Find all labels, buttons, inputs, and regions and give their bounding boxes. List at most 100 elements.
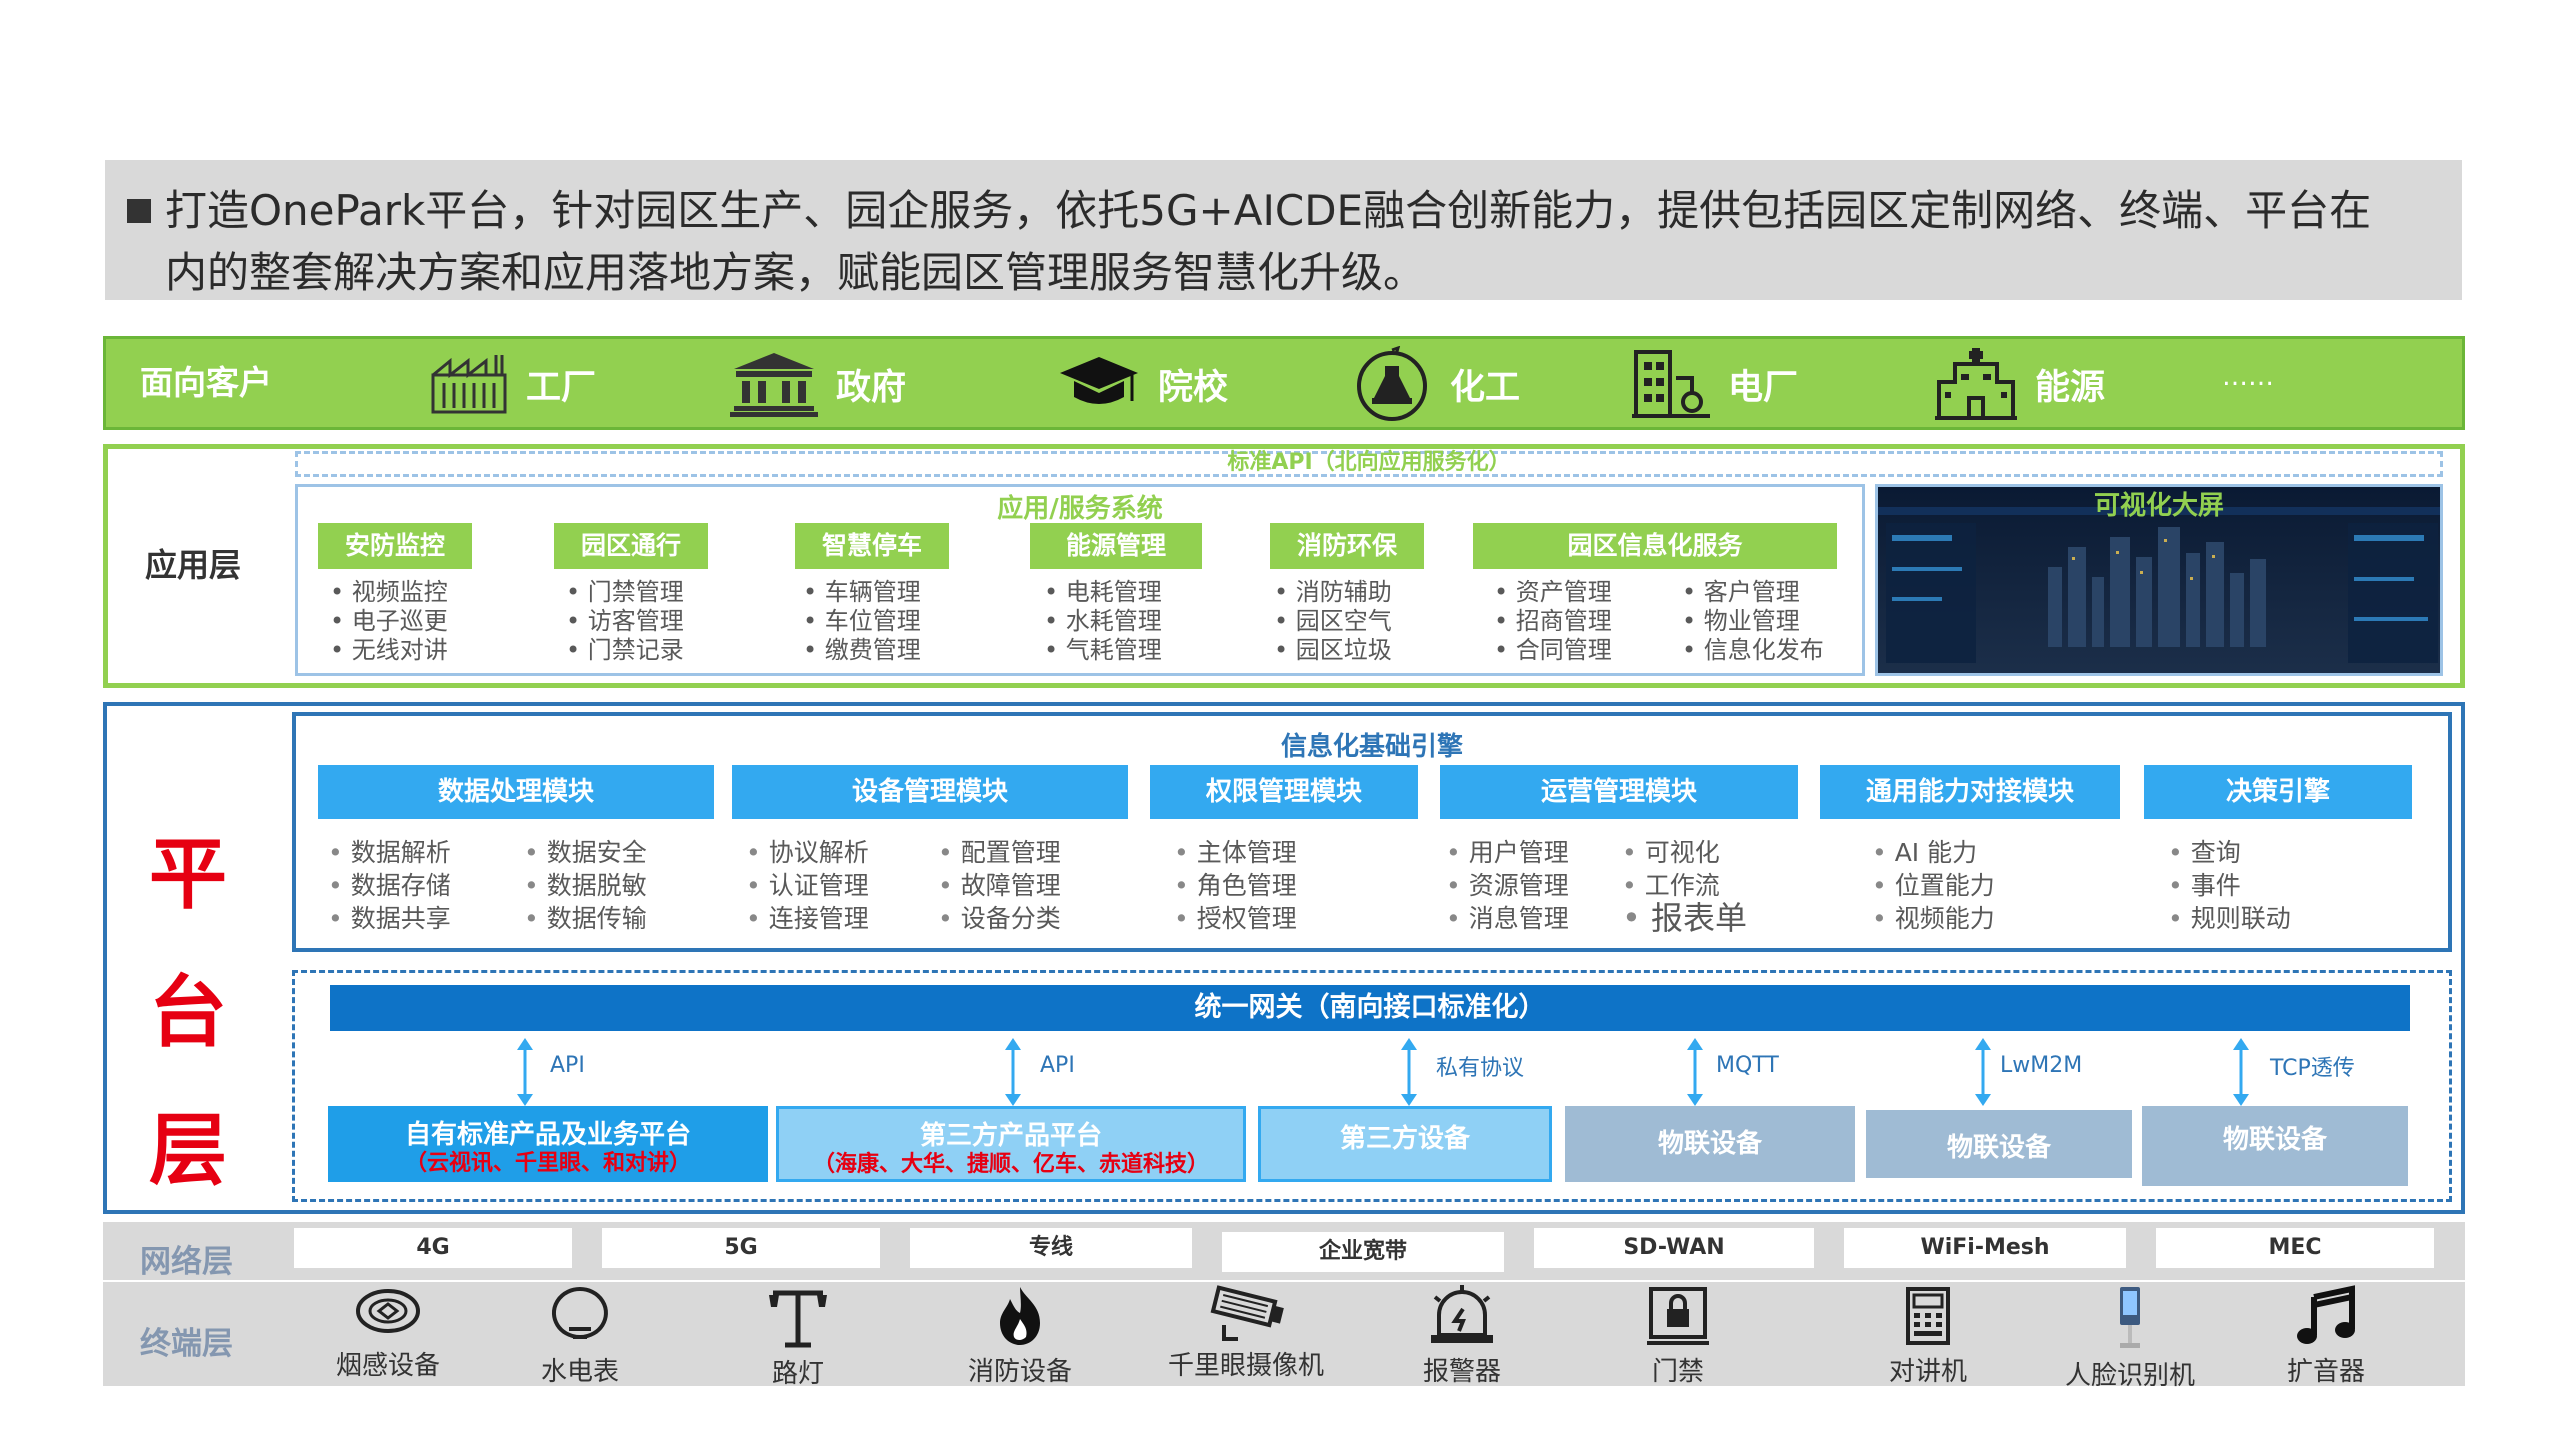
list-item: 配置管理: [938, 836, 1061, 869]
network-item: 4G: [294, 1228, 572, 1268]
terminal-label: 门禁: [1651, 1357, 1704, 1387]
power-plant-icon: [1632, 350, 1710, 418]
network-item: WiFi-Mesh: [1844, 1228, 2126, 1268]
list-item: 消防辅助: [1274, 578, 1392, 607]
device-label: 物联设备: [2222, 1125, 2327, 1155]
intro-banner: 打造OnePark平台，针对园区生产、园企服务，依托5G+AICDE融合创新能力…: [105, 160, 2462, 300]
list-item: 报表单: [1622, 902, 1747, 935]
module-list: AI 能力 位置能力 视频能力: [1872, 836, 1995, 935]
terminal-streetlamp: 路灯: [708, 1285, 888, 1390]
service-head: 园区通行: [554, 523, 708, 569]
terminal-label: 人脸识别机: [2064, 1361, 2195, 1391]
platform-title-char: 平: [148, 829, 227, 920]
intercom-icon: [1906, 1287, 1950, 1345]
device-sublabel: （云视讯、千里眼、和对讲）: [404, 1151, 691, 1176]
list-item: 数据安全: [524, 836, 647, 869]
module-list: 可视化 工作流 报表单: [1622, 836, 1747, 935]
device-label: 物联设备: [1657, 1129, 1762, 1159]
info-engine-title: 信息化基础引擎: [1280, 732, 1463, 762]
device-label: 第三方产品平台: [919, 1121, 1102, 1151]
terminal-fire: 消防设备: [930, 1285, 1110, 1388]
terminal-layer: [103, 1282, 2465, 1386]
list-item: 可视化: [1622, 836, 1747, 869]
terminal-label: 烟感设备: [335, 1351, 440, 1381]
module-list: 数据解析 数据存储 数据共享: [328, 836, 451, 935]
customer-label: 工厂: [526, 367, 597, 408]
network-layer-title: 网络层: [140, 1244, 233, 1280]
device-label: 自有标准产品及业务平台: [404, 1120, 691, 1150]
double-arrow-icon: [517, 1038, 533, 1106]
service-head: 智慧停车: [795, 523, 949, 569]
module-list: 查询 事件 规则联动: [2168, 836, 2291, 935]
module-list: 用户管理 资源管理 消息管理: [1446, 836, 1569, 935]
double-arrow-icon: [1401, 1038, 1417, 1106]
customer-label: 政府: [836, 367, 907, 408]
customer-label: 院校: [1158, 367, 1229, 408]
protocol-label: MQTT: [1716, 1053, 1779, 1078]
customer-row-title: 面向客户: [140, 363, 272, 402]
music-note-icon: [2297, 1285, 2355, 1344]
unified-gateway-bar: 统一网关（南向接口标准化）: [330, 985, 2410, 1031]
third-party-device-box: 第三方设备: [1258, 1106, 1552, 1182]
customer-label: 化工: [1450, 367, 1521, 408]
service-list: 电耗管理 水耗管理 气耗管理: [1044, 578, 1162, 665]
terminal-layer-title: 终端层: [140, 1326, 233, 1362]
list-item: 园区空气: [1274, 607, 1392, 636]
meter-icon: [551, 1287, 608, 1339]
terminal-label: 对讲机: [1888, 1357, 1967, 1387]
customer-label: 能源: [2035, 367, 2106, 408]
service-list: 视频监控 电子巡更 无线对讲: [330, 578, 448, 665]
access-control-icon: [1647, 1287, 1709, 1345]
module-head: 权限管理模块: [1150, 765, 1418, 819]
service-list: 门禁管理 访客管理 门禁记录: [566, 578, 684, 665]
platform-title-char: 台: [148, 967, 227, 1058]
list-item: 资产管理: [1494, 578, 1612, 607]
list-item: 访客管理: [566, 607, 684, 636]
network-item: 5G: [602, 1228, 880, 1268]
module-head: 决策引擎: [2144, 765, 2412, 819]
list-item: 数据存储: [328, 869, 451, 902]
alarm-icon: [1431, 1285, 1493, 1343]
customer-label: 电厂: [1728, 367, 1799, 408]
list-item: 查询: [2168, 836, 2291, 869]
service-list: 消防辅助 园区空气 园区垃圾: [1274, 578, 1392, 665]
services-title: 应用/服务系统: [997, 494, 1163, 524]
list-item: 数据解析: [328, 836, 451, 869]
intro-line-2: 内的整套解决方案和应用落地方案，赋能园区管理服务智慧化升级。: [165, 248, 1426, 297]
street-lamp-icon: [769, 1290, 827, 1348]
list-item: 规则联动: [2168, 902, 2291, 935]
list-item: 车辆管理: [803, 578, 921, 607]
own-platform-box: 自有标准产品及业务平台 （云视讯、千里眼、和对讲）: [328, 1106, 768, 1182]
protocol-label: LwM2M: [2000, 1053, 2083, 1078]
list-item: 客户管理: [1682, 578, 1824, 607]
list-item: 园区垃圾: [1274, 636, 1392, 665]
service-head: 能源管理: [1030, 523, 1202, 569]
device-sublabel: （海康、大华、捷顺、亿车、赤道科技）: [812, 1152, 1209, 1177]
third-party-platform-box: 第三方产品平台 （海康、大华、捷顺、亿车、赤道科技）: [776, 1106, 1246, 1182]
protocol-label: API: [1040, 1053, 1075, 1078]
list-item: 门禁记录: [566, 636, 684, 665]
terminal-label: 路灯: [771, 1359, 824, 1389]
list-item: 门禁管理: [566, 578, 684, 607]
gateway-box: [292, 970, 2452, 1202]
list-item: AI 能力: [1872, 836, 1995, 869]
list-item: 缴费管理: [803, 636, 921, 665]
square-bullet-icon: [127, 199, 151, 223]
list-item: 无线对讲: [330, 636, 448, 665]
fire-icon: [1000, 1287, 1040, 1345]
list-item: 设备分类: [938, 902, 1061, 935]
hospital-building-icon: [1935, 348, 2017, 420]
module-head: 通用能力对接模块: [1820, 765, 2120, 819]
terminal-smoke: 烟感设备: [298, 1285, 478, 1382]
camera-icon: [1210, 1285, 1284, 1341]
intro-line-1: 打造OnePark平台，针对园区生产、园企服务，依托5G+AICDE融合创新能力…: [165, 186, 2372, 235]
protocol-label: API: [550, 1053, 585, 1078]
list-item: 数据脱敏: [524, 869, 647, 902]
list-item: 信息化发布: [1682, 636, 1824, 665]
platform-title-char: 层: [148, 1105, 227, 1196]
application-layer-title: 应用层: [145, 546, 242, 584]
info-engine-box: [292, 712, 2452, 952]
list-item: 授权管理: [1174, 902, 1297, 935]
service-head: 园区信息化服务: [1473, 523, 1837, 569]
module-head: 数据处理模块: [318, 765, 714, 819]
